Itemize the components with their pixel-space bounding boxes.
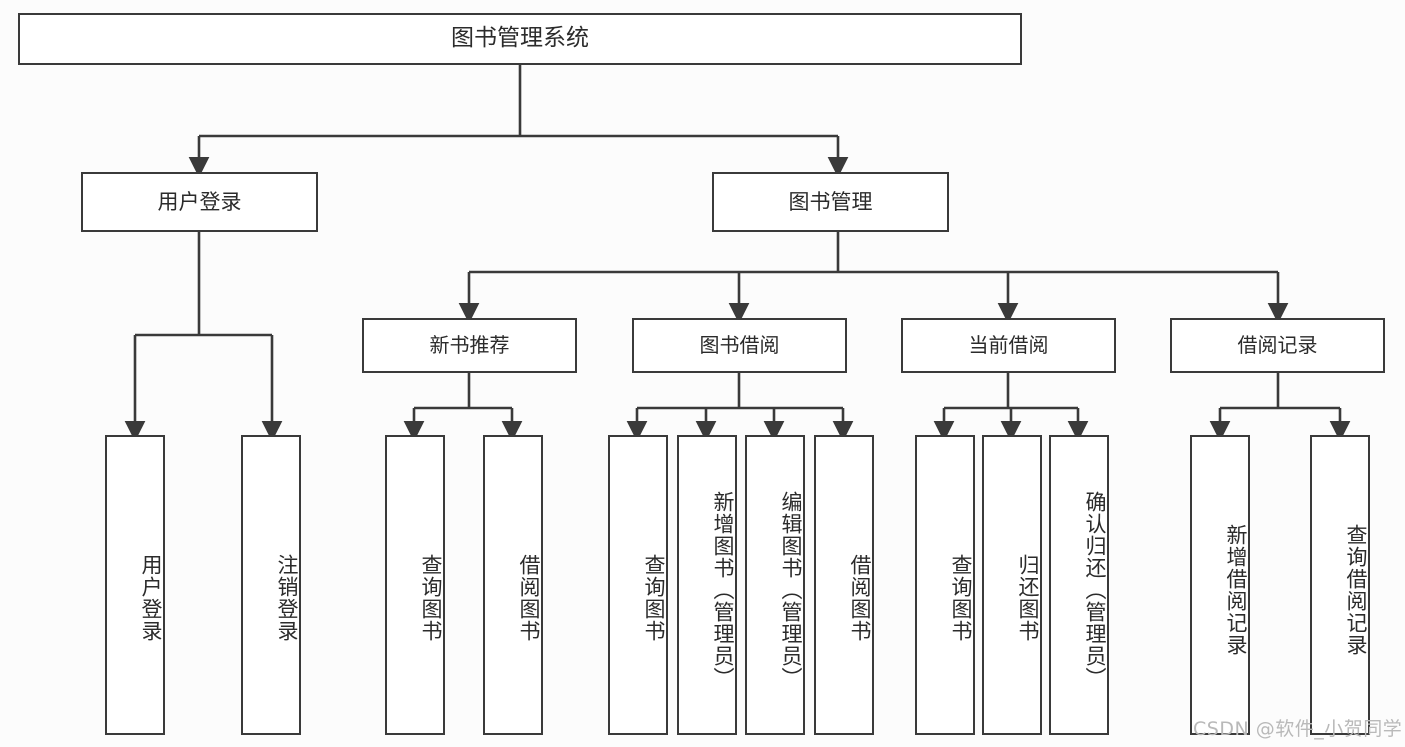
leaf-query-book-borrow[interactable]: 查询图书 bbox=[608, 435, 668, 735]
leaf-add-borrow-record[interactable]: 新增借阅记录 bbox=[1190, 435, 1250, 735]
leaf-query-book-new[interactable]: 查询图书 bbox=[385, 435, 445, 735]
leaf-user-login[interactable]: 用户登录 bbox=[105, 435, 165, 735]
leaf-query-borrow-record[interactable]: 查询借阅记录 bbox=[1310, 435, 1370, 735]
leaf-query-book-current[interactable]: 查询图书 bbox=[915, 435, 975, 735]
node-new-book-recommend[interactable]: 新书推荐 bbox=[362, 318, 577, 373]
leaf-logout[interactable]: 注销登录 bbox=[241, 435, 301, 735]
leaf-return-book[interactable]: 归还图书 bbox=[982, 435, 1042, 735]
leaf-borrow-book-new[interactable]: 借阅图书 bbox=[483, 435, 543, 735]
node-book-borrow[interactable]: 图书借阅 bbox=[632, 318, 847, 373]
node-book-management[interactable]: 图书管理 bbox=[712, 172, 949, 232]
node-user-login[interactable]: 用户登录 bbox=[81, 172, 318, 232]
node-current-borrow[interactable]: 当前借阅 bbox=[901, 318, 1116, 373]
leaf-add-book-admin[interactable]: 新增图书（管理员） bbox=[677, 435, 737, 735]
node-borrow-record[interactable]: 借阅记录 bbox=[1170, 318, 1385, 373]
leaf-borrow-book[interactable]: 借阅图书 bbox=[814, 435, 874, 735]
node-root-library-system[interactable]: 图书管理系统 bbox=[18, 13, 1022, 65]
leaf-edit-book-admin[interactable]: 编辑图书（管理员） bbox=[745, 435, 805, 735]
leaf-confirm-return-admin[interactable]: 确认归还（管理员） bbox=[1049, 435, 1109, 735]
